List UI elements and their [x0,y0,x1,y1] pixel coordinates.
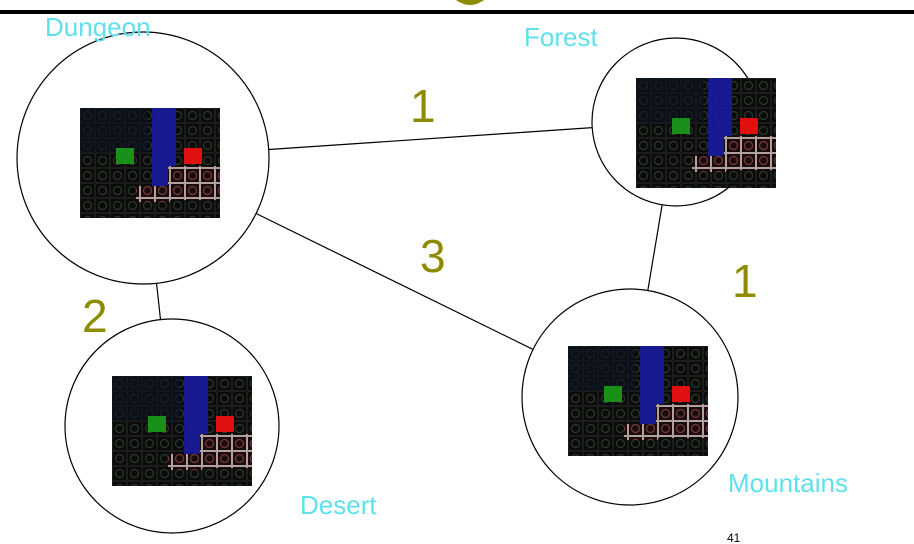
label-mountains: Mountains [728,468,848,498]
page-number: 41 [727,531,741,544]
map-thumbnail-desert [112,376,252,486]
weight-dungeon-forest: 1 [410,80,436,132]
edge-dungeon-desert [155,283,162,320]
label-dungeon: Dungeon [45,12,151,42]
map-thumbnail-mountains [568,346,708,456]
map-thumbnail-dungeon [80,108,220,218]
node-forest [591,37,776,207]
title-rule [0,10,914,14]
map-thumbnail-forest [636,78,776,188]
nodes-layer [16,31,776,534]
node-labels: Dungeon Forest Desert Mountains [45,12,848,520]
node-mountains [521,288,739,506]
weight-dungeon-desert: 2 [82,290,108,342]
title-fragment [456,0,484,5]
node-desert [64,318,280,534]
label-forest: Forest [524,22,598,52]
edge-dungeon-forest [268,127,593,151]
weight-forest-mountains: 1 [732,255,758,307]
edges-layer [155,127,663,350]
node-dungeon [16,31,270,285]
edge-weights: 1 3 2 1 [82,80,758,342]
edge-forest-mountains [647,204,663,291]
weight-dungeon-mountains: 3 [420,230,446,282]
edge-dungeon-mountains [255,212,534,350]
label-desert: Desert [300,490,377,520]
